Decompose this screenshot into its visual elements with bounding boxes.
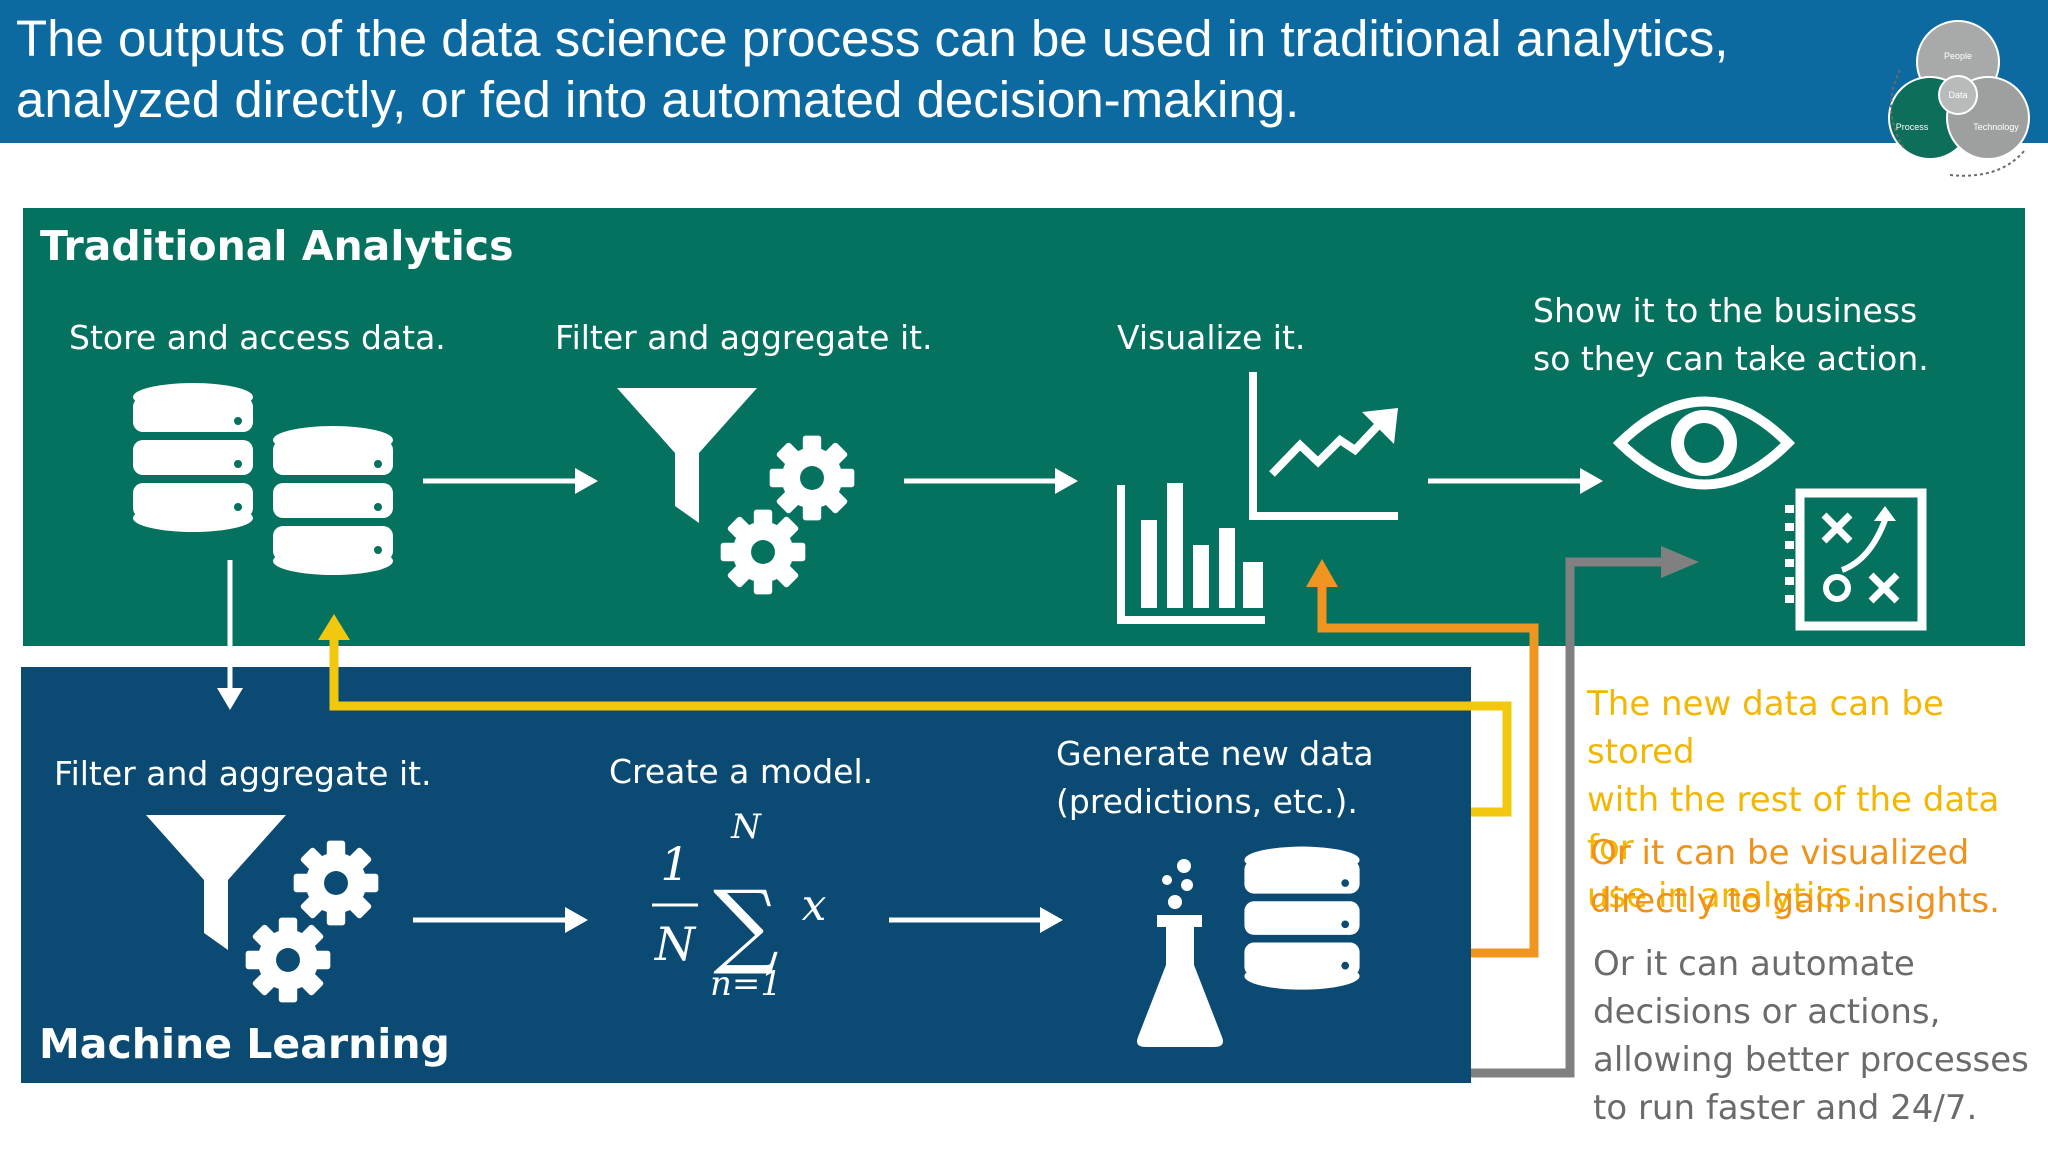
- ml-step-generate-label: Generate new data (predictions, etc.).: [1056, 734, 1374, 821]
- note-visualize: Or it can be visualized directly to gain…: [1590, 833, 2000, 921]
- gray-arrowhead: [1661, 546, 1699, 578]
- database-icon: [133, 383, 393, 575]
- ml-step-model-label: Create a model.: [609, 752, 874, 791]
- venn-cycle-arrow: [1949, 149, 2026, 177]
- formula-variable: x: [802, 880, 827, 931]
- machine-learning-title: Machine Learning: [39, 1020, 450, 1068]
- charts-icon: [1117, 372, 1398, 624]
- formula-numerator: 1: [660, 837, 689, 891]
- venn-label-technology: Technology: [1973, 122, 2019, 132]
- venn-circle-data: [1938, 75, 1978, 115]
- formula-denominator: N: [654, 917, 697, 971]
- ml-arrowheads: [565, 907, 1063, 933]
- arrowhead: [575, 468, 598, 494]
- venn-label-data: Data: [1948, 90, 1967, 100]
- gray-automate-arrow: [1471, 557, 1663, 1078]
- filter-gears-icon: [617, 388, 855, 595]
- ta-step-filter-label: Filter and aggregate it.: [555, 318, 933, 357]
- formula-upper-limit: N: [730, 807, 762, 847]
- note-automate: Or it can automate decisions or actions,…: [1593, 944, 2029, 1128]
- arrowhead: [217, 688, 243, 710]
- formula-icon: 1 N N ∑ n=1 x: [652, 807, 827, 1004]
- formula-sigma: ∑: [713, 871, 779, 978]
- arrowhead: [1055, 468, 1078, 494]
- filter-gears-icon: [146, 815, 379, 1003]
- arrowhead: [1040, 907, 1063, 933]
- ml-step-filter-label: Filter and aggregate it.: [54, 754, 432, 793]
- ta-flow-arrows: [227, 478, 1580, 688]
- orange-visualize-arrow: [1317, 585, 1539, 958]
- slide-title: The outputs of the data science process …: [16, 10, 1729, 128]
- header-bar: [0, 0, 2048, 143]
- eye-strategy-icon: [1612, 396, 1927, 631]
- ta-arrowheads: [217, 468, 1603, 710]
- yellow-feedback-arrow: [329, 638, 1512, 817]
- venn-cycle-arrow: [1890, 69, 1906, 151]
- flask-database-icon: [1137, 846, 1360, 1047]
- ta-step-store-label: Store and access data.: [69, 318, 446, 357]
- orange-arrowhead: [1306, 559, 1338, 587]
- note-store: The new data can be stored with the rest…: [1587, 684, 2000, 916]
- arrowhead: [565, 907, 588, 933]
- yellow-arrowhead: [318, 614, 350, 640]
- machine-learning-panel: [21, 667, 1471, 1083]
- venn-label-people: People: [1944, 51, 1972, 61]
- arrowhead: [1580, 468, 1603, 494]
- ta-step-show-label: Show it to the business so they can take…: [1533, 291, 1929, 378]
- traditional-analytics-title: Traditional Analytics: [40, 222, 514, 270]
- venn-logo-icon: People Data Process Technology: [1888, 20, 2030, 177]
- formula-lower-limit: n=1: [710, 964, 782, 1004]
- ta-step-visualize-label: Visualize it.: [1117, 318, 1306, 357]
- venn-label-process: Process: [1896, 122, 1929, 132]
